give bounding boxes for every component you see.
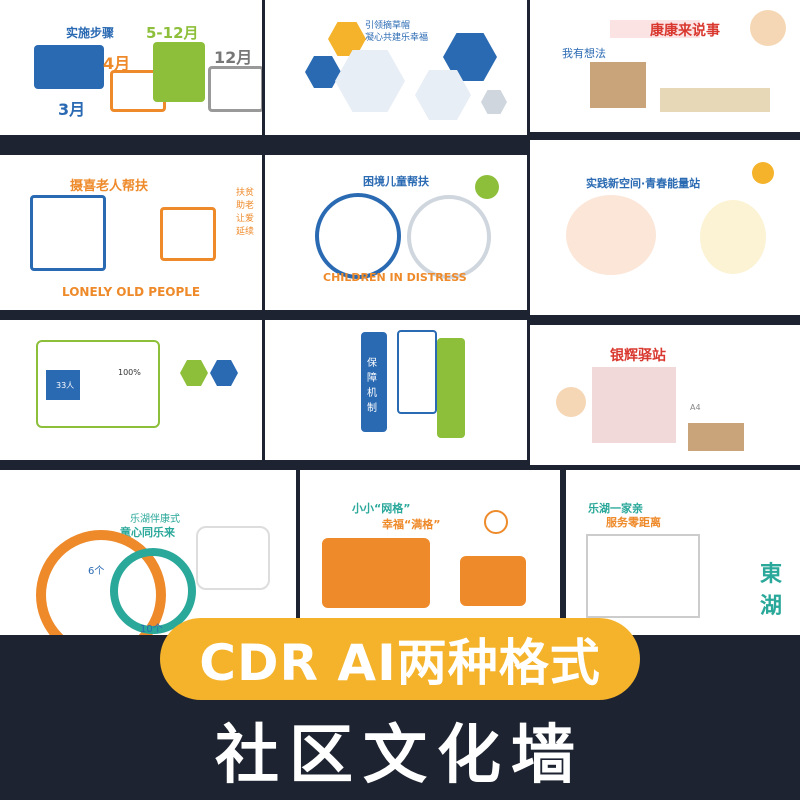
panel-hexagon-guide: 引领摘草帽 凝心共建乐幸福 <box>265 0 527 135</box>
footer-title: 社区文化墙 <box>215 718 585 793</box>
stats-value-percent: 100% <box>118 368 141 377</box>
joy-title-2: 童心同乐来 <box>120 526 175 539</box>
stats-blue-tile <box>46 370 80 400</box>
grid-title-1: 小小“网格” <box>352 502 411 515</box>
family-title-2: 服务零距离 <box>606 516 661 529</box>
step-december: 12月 <box>214 48 253 67</box>
joy-photo-frame <box>196 526 270 590</box>
youth-bubble-orange <box>566 195 656 275</box>
youth-title: 实践新空间·青春能量站 <box>586 177 701 190</box>
talk-title-bg <box>610 20 700 38</box>
mascot <box>750 10 786 46</box>
youth-figure <box>752 162 774 184</box>
step-bubble-grey <box>208 66 262 112</box>
panel-implementation-steps: 实施步骤 3月 4月 5-12月 12月 <box>0 0 262 135</box>
hex-title-2: 凝心共建乐幸福 <box>365 33 429 43</box>
family-board <box>586 534 700 618</box>
grid-gear <box>484 510 508 534</box>
silver-a4: A4 <box>690 403 701 412</box>
guarantee-frame-white <box>397 330 437 414</box>
children-title: 困境儿童帮扶 <box>363 175 429 188</box>
joy-teal-ring <box>110 548 196 634</box>
child-circle-right <box>407 195 491 279</box>
format-banner-label: CDR AI两种格式 <box>199 634 601 692</box>
guarantee-title: 保障机制 <box>367 358 377 414</box>
family-title-1: 乐湖一家亲 <box>588 502 643 515</box>
step-may-dec: 5-12月 <box>146 24 199 42</box>
talk-title: 康康来说事 <box>650 23 720 39</box>
talk-side-text: 我有想法 <box>562 47 606 60</box>
guarantee-green-bubble <box>437 338 465 438</box>
footer-bar: 社区文化墙 <box>0 700 800 800</box>
family-brand: 東湖 <box>760 562 783 619</box>
grid-title-2: 幸福“满格” <box>382 518 441 531</box>
steps-title: 实施步骤 <box>66 26 115 40</box>
elderly-title: 摄喜老人帮扶 <box>70 179 149 194</box>
panel-children-joy: 乐湖伴康式 童心同乐来 6个 10个 <box>0 470 296 635</box>
step-april: 4月 <box>103 54 131 73</box>
silver-cork <box>688 423 744 451</box>
silver-title: 银辉驿站 <box>610 348 666 364</box>
stats-value-people: 33人 <box>56 381 75 390</box>
panel-silver-station: 银辉驿站 A4 <box>530 325 800 465</box>
stats-frame <box>36 340 160 428</box>
template-collage: 实施步骤 3月 4月 5-12月 12月 引领摘草帽 凝心共建乐幸福 康康来说事… <box>0 0 800 635</box>
child-dot-green <box>475 175 499 199</box>
joy-title-1: 乐湖伴康式 <box>130 514 180 525</box>
joy-stat-1: 6个 <box>88 566 105 577</box>
hex-blue-left <box>305 56 341 88</box>
panel-community-service: 乐湖一家亲 服务零距离 東湖 <box>566 470 800 635</box>
hex-title-1: 引领摘草帽 <box>365 21 411 31</box>
panel-elderly-help: 摄喜老人帮扶 扶贫助老让爱延续 LONELY OLD PEOPLE <box>0 155 262 310</box>
grid-orange-board-2 <box>460 556 526 606</box>
elderly-frame-blue <box>30 195 106 271</box>
stats-hex-1 <box>180 360 208 386</box>
step-bubble-blue <box>34 45 104 89</box>
youth-bubble-green <box>700 200 766 274</box>
hex-outline-right <box>415 70 471 120</box>
elderly-en: LONELY OLD PEOPLE <box>62 285 201 299</box>
elderly-side: 扶贫助老让爱延续 <box>236 188 255 237</box>
cork-board <box>590 62 646 108</box>
hex-small-grey <box>481 90 507 114</box>
grid-orange-board <box>322 538 430 608</box>
child-circle-left <box>315 193 401 279</box>
silver-grid <box>592 367 676 443</box>
panel-guarantee: 保障机制 <box>265 320 527 460</box>
panel-statistics: 100% 33人 <box>0 320 262 460</box>
guarantee-blue-bubble <box>361 332 387 432</box>
step-bubble-green <box>153 42 205 102</box>
joy-stat-2: 10个 <box>140 624 163 635</box>
panel-youth-energy: 实践新空间·青春能量站 <box>530 140 800 315</box>
panel-grid-service: 小小“网格” 幸福“满格” <box>300 470 560 635</box>
panel-children-help: 困境儿童帮扶 CHILDREN IN DISTRESS <box>265 155 527 310</box>
elderly-frame-orange <box>160 207 216 261</box>
stats-hex-2 <box>210 360 238 386</box>
panel-kangkang-talk: 康康来说事 我有想法 <box>530 0 800 132</box>
format-banner: CDR AI两种格式 <box>160 618 640 700</box>
children-en: CHILDREN IN DISTRESS <box>323 271 467 284</box>
silver-mascot <box>556 387 586 417</box>
step-march: 3月 <box>58 100 86 119</box>
photo-strip <box>660 88 770 112</box>
hex-outline-center <box>335 50 405 112</box>
